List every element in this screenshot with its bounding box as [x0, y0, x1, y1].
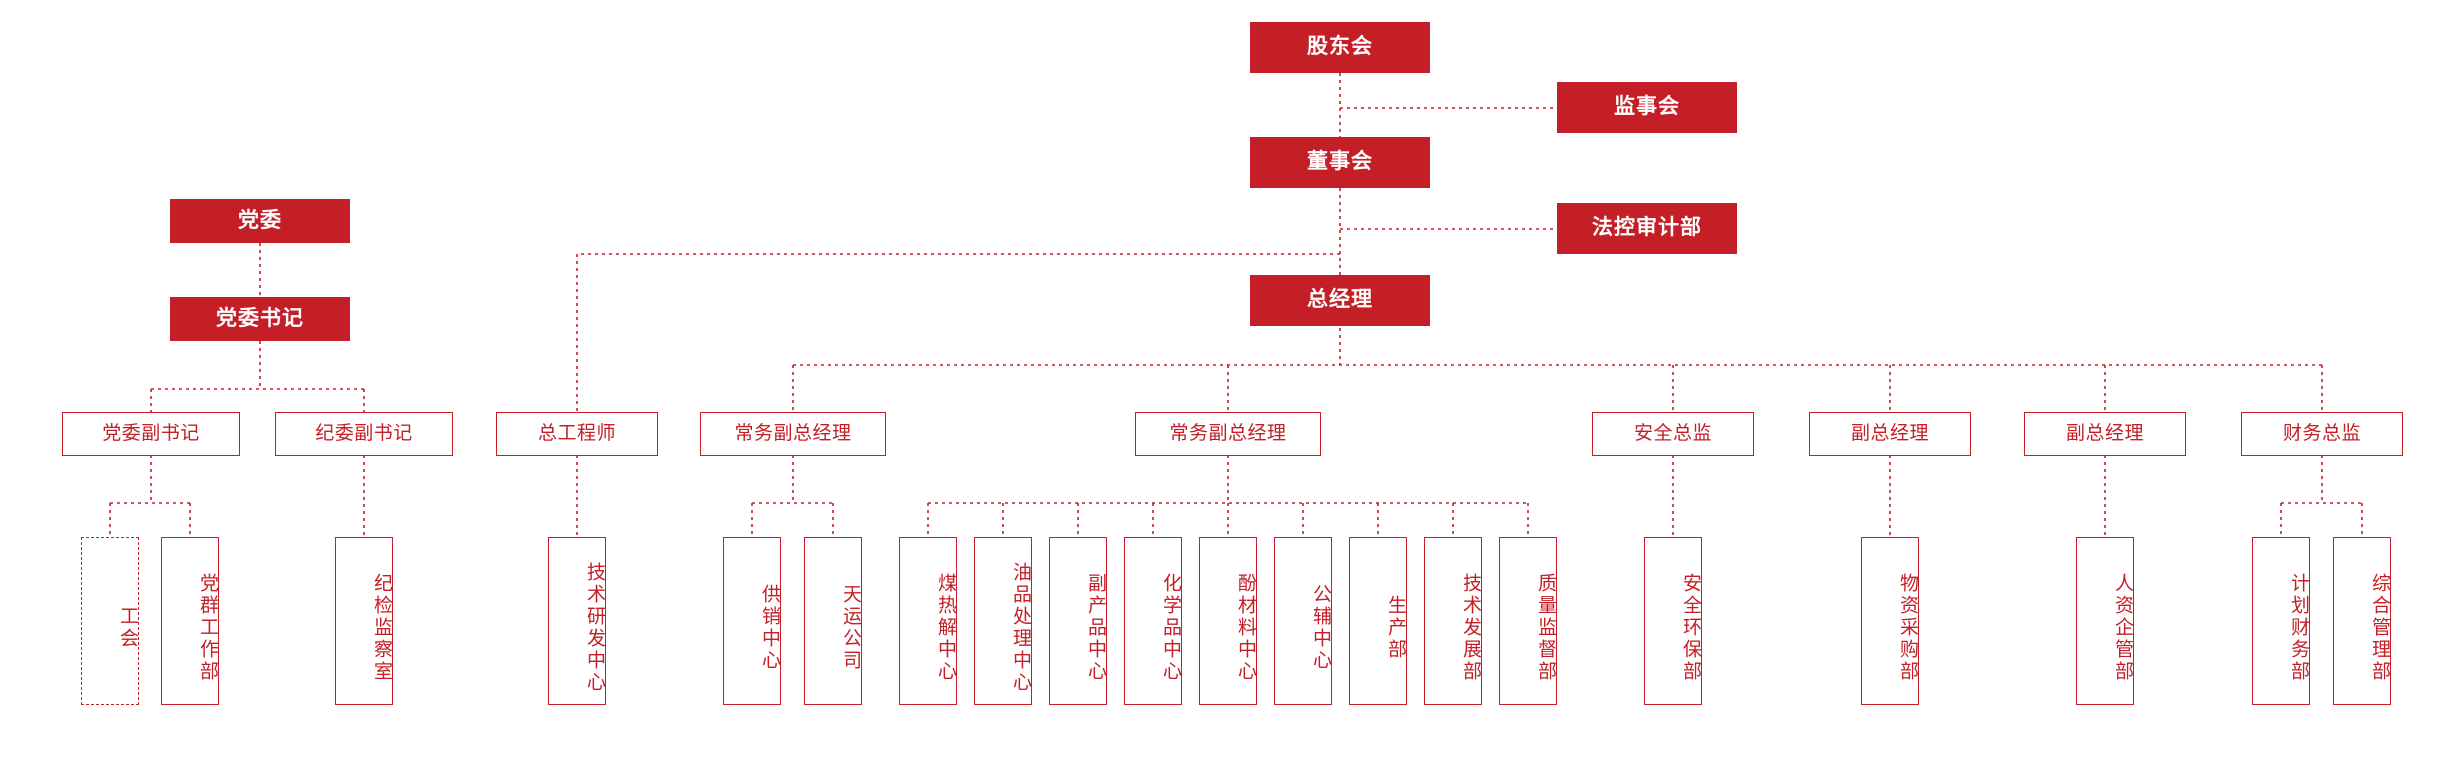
node-tech-development-dept[interactable]: 技术发展部 — [1424, 537, 1482, 705]
node-hr-enterprise-mgmt-dept[interactable]: 人资企管部 — [2076, 537, 2134, 705]
node-board-of-directors[interactable]: 董事会 — [1250, 137, 1430, 188]
node-general-mgmt-dept[interactable]: 综合管理部 — [2333, 537, 2391, 705]
node-executive-deputy-gm-2[interactable]: 常务副总经理 — [1135, 412, 1321, 456]
node-byproduct-center[interactable]: 副产品中心 — [1049, 537, 1107, 705]
node-oil-processing-center[interactable]: 油品处理中心 — [974, 537, 1032, 705]
node-party-mass-work-dept[interactable]: 党群工作部 — [161, 537, 219, 705]
node-executive-deputy-gm-1[interactable]: 常务副总经理 — [700, 412, 886, 456]
node-tech-rd-center[interactable]: 技术研发中心 — [548, 537, 606, 705]
node-deputy-discipline-secretary[interactable]: 纪委副书记 — [275, 412, 453, 456]
node-phenol-material-center[interactable]: 酚材料中心 — [1199, 537, 1257, 705]
node-finance-director[interactable]: 财务总监 — [2241, 412, 2403, 456]
node-deputy-gm-2[interactable]: 副总经理 — [2024, 412, 2186, 456]
node-supply-sales-center[interactable]: 供销中心 — [723, 537, 781, 705]
node-chief-engineer[interactable]: 总工程师 — [496, 412, 658, 456]
node-safety-director[interactable]: 安全总监 — [1592, 412, 1754, 456]
node-shareholders-meeting[interactable]: 股东会 — [1250, 22, 1430, 73]
node-production-dept[interactable]: 生产部 — [1349, 537, 1407, 705]
node-general-manager[interactable]: 总经理 — [1250, 275, 1430, 326]
node-chemicals-center[interactable]: 化学品中心 — [1124, 537, 1182, 705]
node-tianyun-company[interactable]: 天运公司 — [804, 537, 862, 705]
node-quality-supervision-dept[interactable]: 质量监督部 — [1499, 537, 1557, 705]
node-party-committee[interactable]: 党委 — [170, 199, 350, 243]
node-board-of-supervisors[interactable]: 监事会 — [1557, 82, 1737, 133]
node-utilities-center[interactable]: 公辅中心 — [1274, 537, 1332, 705]
node-legal-control-audit-dept[interactable]: 法控审计部 — [1557, 203, 1737, 254]
node-party-committee-secretary[interactable]: 党委书记 — [170, 297, 350, 341]
node-safety-environment-dept[interactable]: 安全环保部 — [1644, 537, 1702, 705]
node-discipline-inspection-office[interactable]: 纪检监察室 — [335, 537, 393, 705]
node-deputy-gm-1[interactable]: 副总经理 — [1809, 412, 1971, 456]
node-labor-union[interactable]: 工会 — [81, 537, 139, 705]
node-deputy-party-secretary[interactable]: 党委副书记 — [62, 412, 240, 456]
node-materials-procurement-dept[interactable]: 物资采购部 — [1861, 537, 1919, 705]
node-planning-finance-dept[interactable]: 计划财务部 — [2252, 537, 2310, 705]
node-coal-pyrolysis-center[interactable]: 煤热解中心 — [899, 537, 957, 705]
